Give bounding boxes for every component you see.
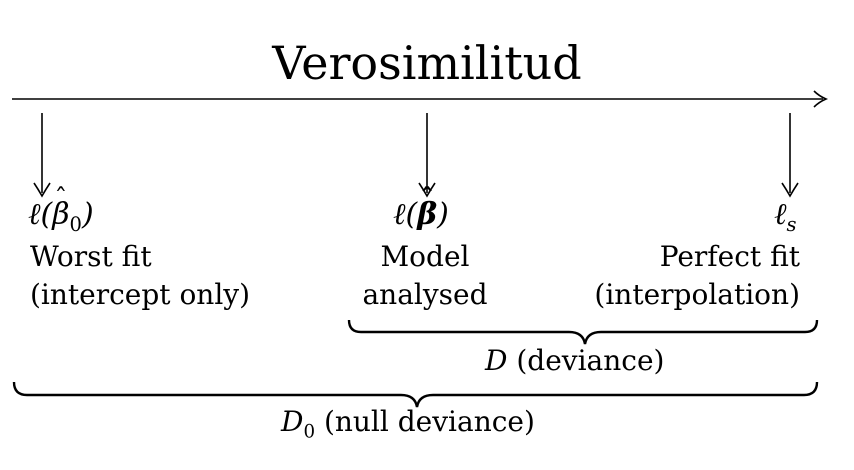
perfect-fit-label: Perfect fit [659, 240, 800, 273]
loglik-model-symbol: ℓ(β) [393, 200, 449, 230]
null-deviance-brace [12, 381, 819, 408]
null-deviance-symbol: D0 [281, 405, 316, 443]
loglik-null-symbol: ℓ(β0) [28, 199, 94, 234]
deviance-symbol: D [485, 344, 508, 377]
deviance-text: (deviance) [516, 344, 665, 377]
intercept-only-label: (intercept only) [30, 278, 251, 311]
analysed-label: analysed [362, 278, 488, 311]
diagram-title: Verosimilitud [272, 36, 582, 90]
model-label: Model [380, 240, 470, 273]
loglik-saturated-symbol: ℓs [774, 197, 797, 236]
null-deviance-label: D0 (null deviance) [281, 408, 535, 442]
deviance-label: D (deviance) [485, 347, 664, 375]
deviance-brace [347, 319, 819, 345]
worst-fit-label: Worst fit [30, 240, 152, 273]
arrow-worst-fit [33, 113, 51, 198]
null-deviance-text: (null deviance) [323, 405, 535, 438]
arrow-saturated [781, 113, 799, 198]
likelihood-axis-arrowhead [813, 90, 829, 108]
interpolation-label: (interpolation) [594, 278, 800, 311]
